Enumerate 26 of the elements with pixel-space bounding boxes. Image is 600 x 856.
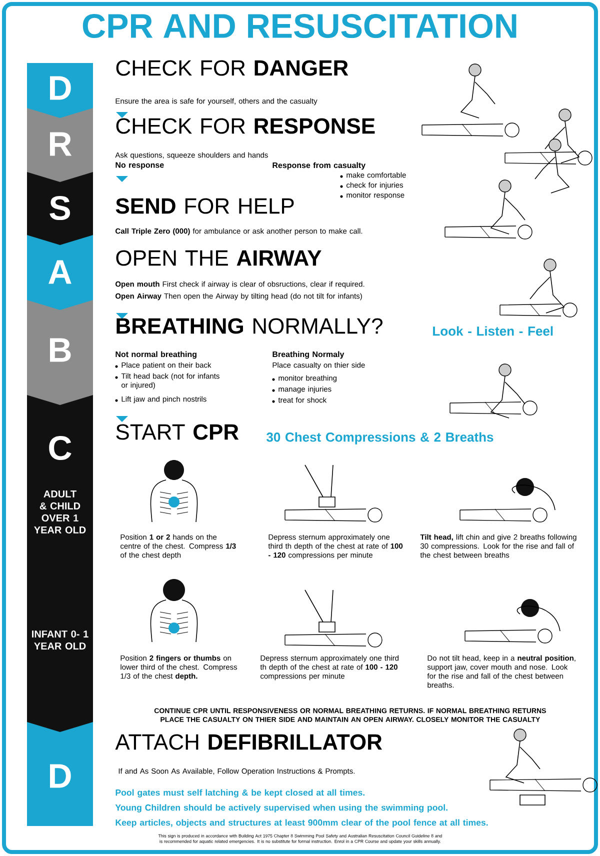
highlight-text: 30 Chest Compressions & 2 Breaths	[266, 432, 494, 444]
subheading: Not normal breathing	[116, 351, 196, 359]
highlight-text: Look - Listen - Feel	[433, 326, 553, 336]
section-heading: CHECK FOR RESPONSE	[116, 118, 375, 134]
node-label: INFANT 0- 1 YEAR OLD	[32, 630, 88, 650]
safety-note: Keep articles, objects and structures at least 900mm clear of the pool fence at all times.	[116, 819, 488, 828]
node-label: A	[48, 260, 72, 284]
section-heading: ATTACH DEFIBRILLATOR	[115, 734, 382, 750]
node-label: D	[50, 76, 71, 100]
section-heading: CHECK FOR DANGER	[116, 60, 348, 76]
node-label: ADULT & CHILD OVER 1 YEAR OLD	[34, 490, 86, 534]
section-heading: BREATHING NORMALLY?	[116, 318, 382, 334]
node-label: C	[49, 436, 72, 460]
node-label: R	[50, 132, 72, 156]
node-label: S	[50, 196, 70, 220]
letter-band: D	[27, 722, 93, 826]
subheading: Response from casualty	[272, 162, 366, 170]
safety-note: Young Children should be actively supervised when using the swimming pool.	[115, 804, 448, 812]
subheading: Breathing Normaly	[272, 351, 344, 359]
section-heading: OPEN THE AIRWAY	[116, 250, 322, 266]
poster-title: CPR AND RESUSCITATION	[82, 14, 516, 38]
subheading: No response	[116, 162, 164, 170]
section-heading: START CPR	[116, 424, 239, 440]
node-label: B	[50, 338, 71, 362]
section-heading: SEND FOR HELP	[116, 198, 294, 214]
safety-note: Pool gates must self latching & be kept closed at all times.	[116, 789, 364, 798]
